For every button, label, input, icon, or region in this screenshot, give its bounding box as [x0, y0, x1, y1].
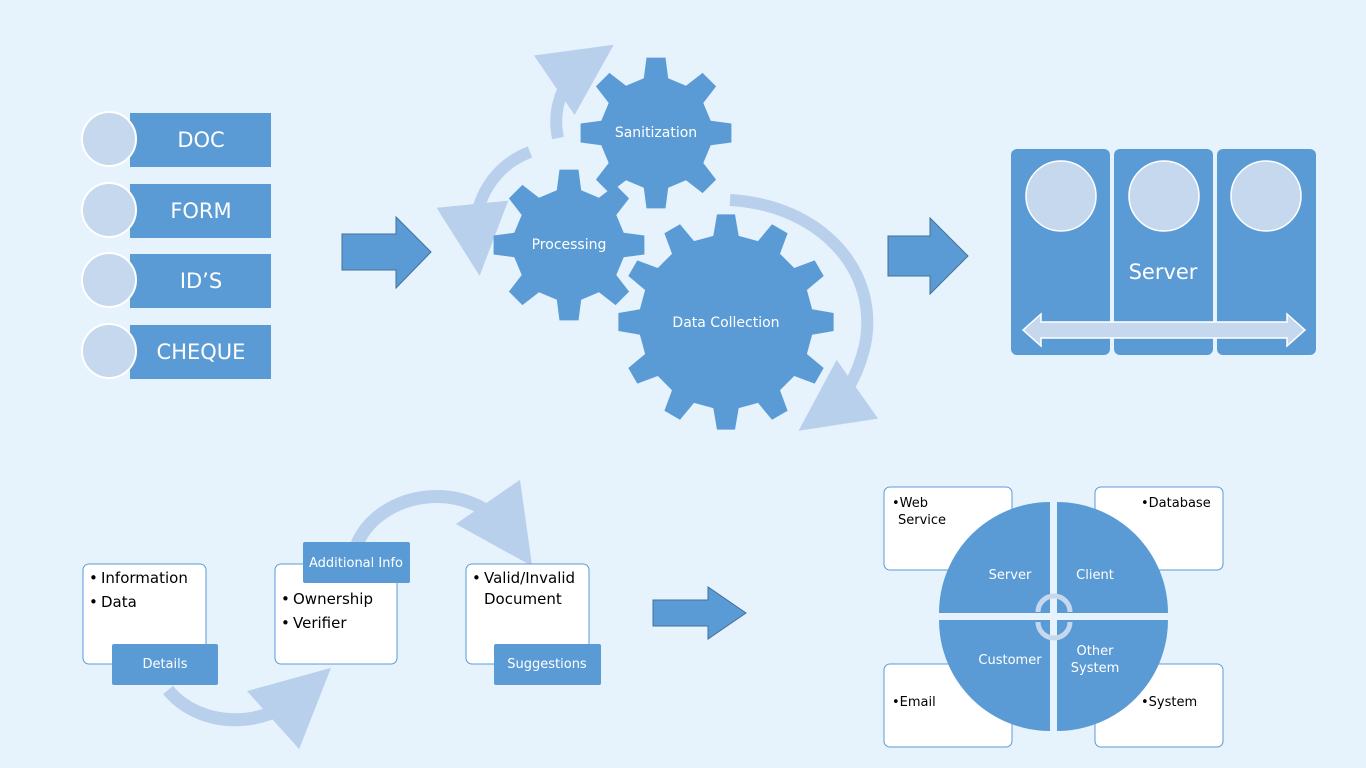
input-bullet-circle [81, 111, 137, 167]
step-bullet: Data [101, 593, 137, 611]
input-item-form: FORM [81, 182, 271, 238]
gear-sanitization-icon [580, 57, 732, 209]
input-item-cheque: CHEQUE [81, 323, 271, 379]
gear-label-processing: Processing [532, 237, 607, 253]
server-node-circle [1230, 160, 1302, 232]
step-tag [112, 644, 218, 685]
step-suggestions: • Valid/Invalid Document Suggestions [465, 563, 601, 685]
input-bullet-circle [81, 323, 137, 379]
step-bullet: Ownership [293, 590, 373, 608]
input-item-ids: ID’S [81, 252, 271, 308]
input-list: DOC FORM ID’S CHEQUE [81, 111, 271, 379]
input-bar [130, 325, 271, 379]
gear-cluster: Sanitization Processing Data Collection [436, 44, 879, 431]
input-bar [130, 184, 271, 238]
gear-data-collection-icon [618, 214, 834, 430]
step-additional-info: Additional Info • Ownership • Verifier [274, 542, 410, 665]
step-details: • Information • Data Details [82, 563, 218, 685]
curved-arrow-icon [351, 479, 533, 567]
quadrant-label-customer: Customer [978, 653, 1042, 668]
step-bullet-continued: Document [484, 590, 562, 608]
quadrant-label-server: Server [989, 568, 1032, 583]
input-bar [130, 113, 271, 167]
center-cycle-icon [1035, 621, 1073, 641]
step-tag-label: Additional Info [309, 556, 403, 571]
server-node-circle [1025, 160, 1097, 232]
input-label: ID’S [180, 269, 222, 293]
gear-label-data-collection: Data Collection [672, 315, 779, 331]
corner-text: •System [1141, 695, 1197, 710]
input-bullet-circle [81, 182, 137, 238]
corner-text: •Email [892, 695, 936, 710]
corner-text: •Database [1141, 496, 1211, 511]
bullet-dot: • [281, 590, 290, 608]
step-bullet: Information [101, 569, 188, 587]
cycle-arrow-icon [729, 194, 879, 431]
gear-label-sanitization: Sanitization [615, 125, 697, 141]
corner-text: Service [898, 513, 946, 528]
curved-arrow-icon [163, 667, 332, 750]
input-bar [130, 254, 271, 308]
quadrant-customer [939, 620, 1050, 731]
step-tag [494, 644, 601, 685]
step-tag-label: Details [142, 657, 187, 672]
flow-arrow-right-1 [341, 215, 432, 290]
cycle-arrow-icon [533, 44, 614, 140]
quadrant-label-system: System [1071, 661, 1119, 676]
flow-arrow-right-3 [652, 586, 747, 640]
relationship-matrix: •Web Service •Database •Email •System Se… [883, 486, 1224, 748]
cycle-arrow-icon [436, 146, 533, 276]
server-panel-label: Server [1129, 260, 1198, 284]
bullet-dot: • [89, 593, 98, 611]
corner-text: •Web [892, 496, 928, 511]
bullet-dot: • [281, 614, 290, 632]
quadrant-label-client: Client [1076, 568, 1114, 583]
flow-arrow-right-2 [887, 216, 969, 296]
input-label: FORM [170, 199, 231, 223]
bullet-dot: • [89, 569, 98, 587]
quadrant-server [939, 502, 1050, 613]
step-bullet: Valid/Invalid [484, 569, 575, 587]
bullet-dot: • [472, 569, 481, 587]
center-cycle-icon [1035, 593, 1073, 613]
step-bullet: Verifier [293, 614, 347, 632]
server-panel: Server [1011, 149, 1316, 355]
double-arrow-icon [1021, 312, 1307, 348]
step-tag-label: Suggestions [507, 657, 587, 672]
input-label: CHEQUE [157, 340, 246, 364]
process-steps: • Information • Data Details Additional … [82, 479, 601, 750]
quadrant-client [1057, 502, 1168, 613]
server-node-circle [1128, 160, 1200, 232]
quadrant-label-other: Other [1077, 644, 1115, 659]
step-tag [303, 542, 410, 583]
gear-processing-icon [493, 169, 645, 321]
input-item-doc: DOC [81, 111, 271, 167]
input-bullet-circle [81, 252, 137, 308]
input-label: DOC [177, 128, 224, 152]
quadrant-other-system [1057, 620, 1168, 731]
